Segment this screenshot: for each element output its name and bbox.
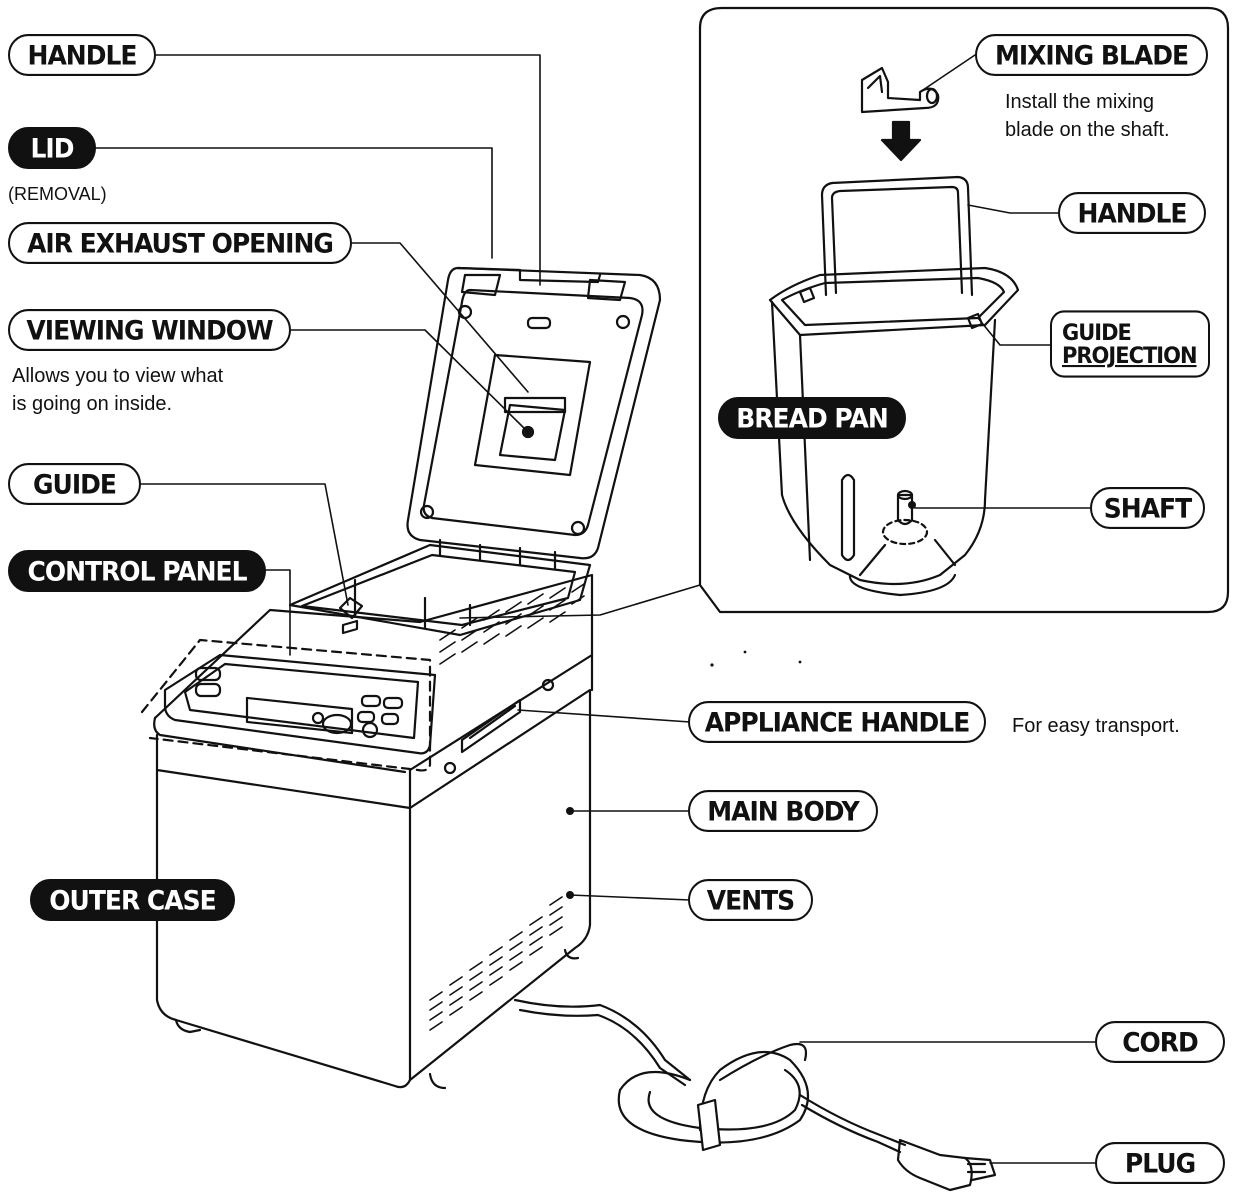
viewing-note-line-2: is going on inside. [12, 392, 172, 417]
mixing-note-line-1: Install the mixing [1005, 90, 1154, 115]
label-handle-pan: HANDLE [1058, 192, 1206, 234]
label-control-panel: CONTROL PANEL [8, 550, 266, 592]
guide-projection-line-2: PROJECTION [1062, 344, 1197, 367]
guide-projection-line-1: GUIDE [1062, 321, 1131, 344]
label-guide-projection: GUIDE PROJECTION [1050, 310, 1210, 377]
label-outer-case: OUTER CASE [30, 879, 235, 921]
mixing-blade-drawing [862, 68, 938, 112]
label-mixing-blade: MIXING BLADE [975, 34, 1208, 76]
label-cord: CORD [1095, 1021, 1225, 1063]
leader-vents [570, 895, 690, 900]
label-plug: PLUG [1095, 1142, 1225, 1184]
label-shaft: SHAFT [1090, 487, 1205, 529]
bread-pan-drawing [770, 177, 1018, 595]
leader-handle-pan [968, 205, 1060, 213]
baking-chamber-drawing [290, 545, 590, 635]
label-lid: LID [8, 127, 96, 169]
appliance-handle-drawing [462, 700, 520, 752]
label-vents: VENTS [688, 879, 813, 921]
lid-note: (REMOVAL) [8, 182, 107, 207]
label-air-exhaust-opening: AIR EXHAUST OPENING [8, 222, 352, 264]
control-panel-drawing [142, 640, 435, 770]
label-bread-pan: BREAD PAN [718, 397, 906, 439]
label-appliance-handle: APPLIANCE HANDLE [688, 701, 986, 743]
label-handle-top: HANDLE [8, 34, 156, 76]
leader-viewing-window [290, 330, 528, 432]
mixing-note-line-2: blade on the shaft. [1005, 118, 1170, 143]
label-guide: GUIDE [8, 463, 141, 505]
lid-drawing [408, 268, 661, 568]
down-arrow [882, 122, 920, 160]
viewing-note-line-1: Allows you to view what [12, 364, 223, 389]
cord-drawing [515, 1000, 995, 1190]
label-main-body: MAIN BODY [688, 790, 878, 832]
label-viewing-window: VIEWING WINDOW [8, 309, 291, 351]
leader-air-exhaust [350, 243, 528, 392]
appliance-note: For easy transport. [1012, 714, 1180, 739]
